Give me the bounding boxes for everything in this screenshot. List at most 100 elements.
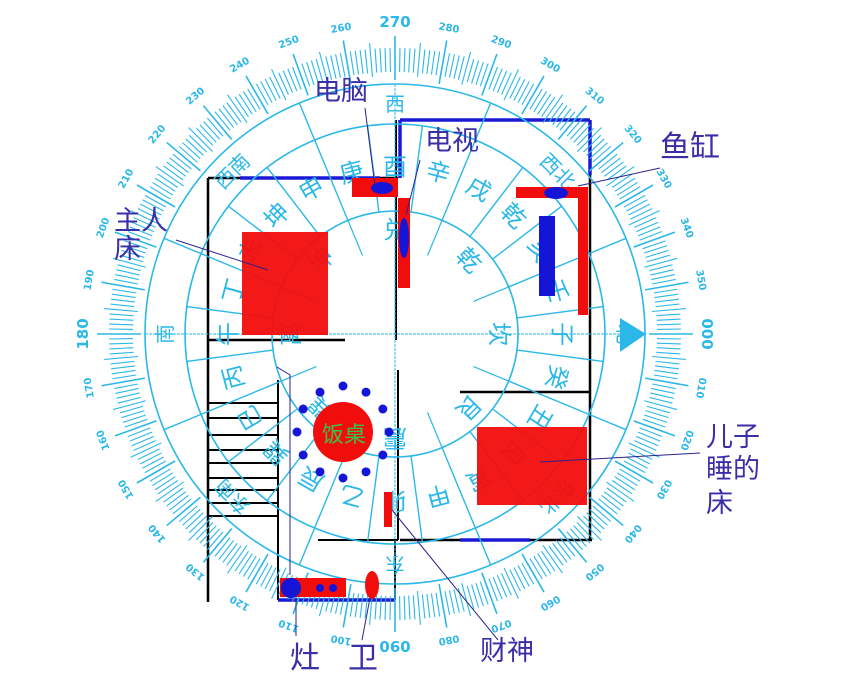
degree-tick — [651, 355, 686, 360]
degree-tick — [157, 173, 179, 188]
master-bed — [242, 232, 328, 335]
degree-tick — [598, 498, 618, 515]
degree-tick — [533, 555, 548, 577]
degree-tick — [301, 63, 311, 87]
degree-tick — [157, 480, 179, 495]
mountain-divider — [441, 139, 477, 221]
degree-label: 260 — [330, 21, 353, 35]
degree-tick — [656, 313, 681, 317]
degree-tick — [573, 124, 591, 143]
degree-tick — [264, 567, 277, 590]
mountain-divider — [410, 125, 424, 213]
trigram-label: 坎 — [485, 322, 513, 346]
degree-tick — [651, 308, 686, 313]
label-son-bed-3: 床 — [706, 488, 733, 519]
degree-tick — [583, 134, 602, 153]
degree-tick — [139, 452, 162, 465]
label-computer: 电脑 — [314, 76, 368, 107]
degree-tick — [182, 508, 201, 526]
degree-tick — [242, 555, 257, 577]
degree-tick — [481, 572, 498, 615]
degree-label: 130 — [184, 561, 207, 583]
degree-tick — [649, 396, 673, 404]
degree-tick — [438, 40, 448, 84]
degree-tick — [589, 142, 608, 160]
degree-tick — [214, 111, 231, 131]
degree-tick — [430, 50, 436, 75]
degree-tick — [127, 427, 151, 438]
degree-label: 350 — [693, 269, 707, 292]
degree-label: 060 — [538, 592, 562, 612]
degree-tick — [374, 48, 378, 73]
chair-dot — [298, 404, 308, 414]
leader-line — [361, 597, 371, 641]
degree-tick — [645, 281, 689, 291]
degree-tick — [203, 121, 221, 140]
mountain-divider — [469, 166, 524, 237]
leader-line — [391, 509, 499, 641]
degree-tick — [426, 50, 431, 75]
degree-tick — [222, 542, 238, 563]
direction-divider — [588, 413, 627, 431]
degree-tick — [651, 387, 675, 395]
degree-tick — [634, 217, 657, 228]
degree-tick — [589, 508, 608, 526]
degree-tick — [654, 293, 679, 299]
degree-tick — [137, 448, 160, 460]
degree-tick — [124, 418, 148, 428]
degree-tick — [577, 127, 602, 152]
degree-tick — [633, 420, 676, 437]
degree-tick — [654, 365, 679, 370]
degree-tick — [334, 54, 342, 78]
degree-tick — [169, 494, 189, 511]
degree-tick — [238, 93, 253, 115]
degree-tick — [656, 347, 681, 350]
degree-tick — [501, 72, 512, 95]
degree-tick — [117, 396, 141, 404]
degree-tick — [154, 476, 176, 491]
degree-tick — [188, 516, 213, 541]
degree-tick — [656, 342, 681, 345]
degree-label: 100 — [330, 632, 353, 646]
degree-tick — [121, 410, 145, 419]
degree-tick — [122, 245, 146, 254]
direction-label: 西南 — [210, 149, 255, 194]
mountain-label: 丙 — [217, 362, 250, 392]
degree-tick — [185, 512, 204, 530]
mountain-label: 癸 — [540, 362, 573, 392]
chair-dot — [378, 450, 388, 460]
degree-label: 150 — [117, 477, 137, 501]
degree-tick — [264, 78, 277, 101]
degree-tick — [203, 528, 221, 547]
degree-tick — [614, 177, 636, 192]
degree-tick — [509, 569, 521, 592]
degree-tick — [650, 269, 674, 276]
degree-tick — [166, 496, 201, 527]
degree-tick — [137, 208, 160, 220]
mountain-divider — [516, 305, 604, 319]
degree-tick — [645, 410, 669, 419]
degree-tick — [619, 468, 641, 482]
degree-tick — [101, 377, 145, 387]
mountain-divider — [186, 349, 274, 363]
degree-tick — [503, 69, 519, 101]
degree-tick — [416, 43, 421, 78]
degree-tick — [444, 591, 451, 615]
degree-tick — [573, 525, 591, 544]
mountain-divider — [266, 166, 321, 237]
mountain-label: 酉 — [383, 153, 407, 181]
degree-tick — [227, 94, 248, 123]
degree-tick — [611, 480, 633, 495]
degree-tick — [552, 542, 568, 563]
degree-label: 240 — [228, 56, 252, 76]
degree-tick — [122, 414, 146, 423]
degree-tick — [644, 414, 668, 423]
degree-tick — [379, 595, 382, 620]
degree-tick — [114, 231, 157, 248]
degree-tick — [603, 491, 624, 507]
degree-tick — [479, 63, 489, 87]
degree-tick — [342, 40, 352, 84]
degree-tick — [592, 145, 612, 163]
degree-tick — [109, 342, 134, 345]
degree-tick — [245, 75, 269, 115]
